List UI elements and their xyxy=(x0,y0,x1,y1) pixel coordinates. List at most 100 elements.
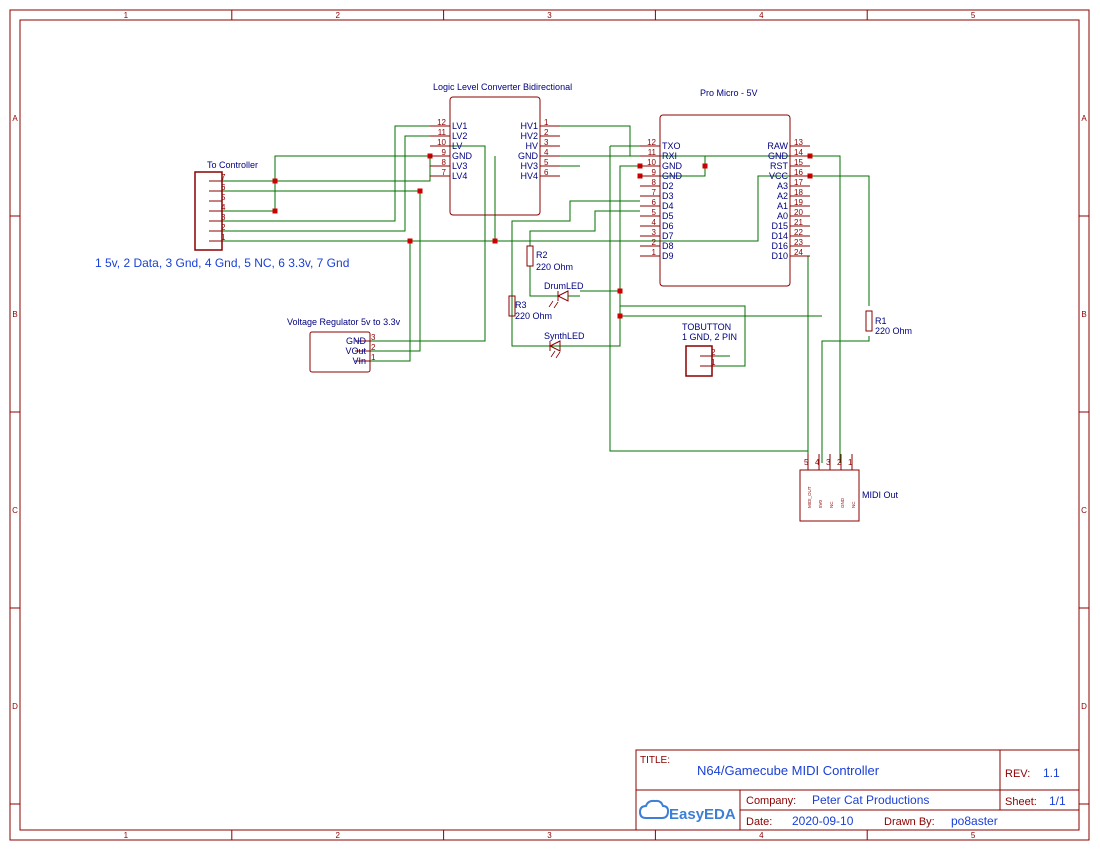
frame-col-label-top: 3 xyxy=(547,11,552,20)
controller-pin-number: 6 xyxy=(221,183,226,192)
regulator-label: Voltage Regulator 5v to 3.3v xyxy=(287,317,401,327)
pm-right-pin-label: A3 xyxy=(777,181,788,191)
button-pin-1: 1 xyxy=(711,358,716,367)
controller-pin-number: 4 xyxy=(221,203,226,212)
title-block: TITLE: N64/Gamecube MIDI Controller REV:… xyxy=(635,749,1080,831)
pm-left-pin-label: D7 xyxy=(662,231,674,241)
pm-left-pin-number: 4 xyxy=(652,218,657,227)
sheet-label: Sheet: xyxy=(1005,796,1037,808)
drum-led: DrumLED xyxy=(544,281,584,309)
button-label-line2: 1 GND, 2 PIN xyxy=(682,332,737,342)
frame-grid-ticks xyxy=(10,10,1089,840)
pm-left-pin-number: 7 xyxy=(652,188,657,197)
midi-out-label: MIDI Out xyxy=(862,490,899,500)
frame-row-label-left: B xyxy=(12,310,17,319)
pm-left-pin-number: 9 xyxy=(652,168,657,177)
llc-right-pin-label: HV2 xyxy=(520,131,538,141)
pm-right-pin-number: 19 xyxy=(794,198,803,207)
pm-right-pin-label: RAW xyxy=(767,141,788,151)
llc-left-pin-label: LV2 xyxy=(452,131,467,141)
voltage-regulator: Voltage Regulator 5v to 3.3v 3GND2VOut1V… xyxy=(287,317,401,373)
pm-left-pin-label: D6 xyxy=(662,221,674,231)
pm-left-pin-number: 8 xyxy=(652,178,657,187)
midi-inner-label: MIDI_OUT xyxy=(807,486,812,508)
pm-left-pin-label: D4 xyxy=(662,201,674,211)
llc-left-pin-number: 7 xyxy=(442,168,447,177)
drawn-by-value: po8aster xyxy=(951,814,998,828)
llc-right-pin-number: 6 xyxy=(544,168,549,177)
llc-right-pin-label: HV4 xyxy=(520,171,538,181)
llc-right-pin-number: 1 xyxy=(544,118,549,127)
pm-right-pin-number: 15 xyxy=(794,158,803,167)
r3-ref: R3 xyxy=(515,300,527,310)
title-value: N64/Gamecube MIDI Controller xyxy=(697,763,880,778)
rev-label: REV: xyxy=(1005,768,1030,780)
date-value: 2020-09-10 xyxy=(792,814,854,828)
controller-pin-number: 2 xyxy=(221,223,226,232)
llc-right-pin-label: GND xyxy=(518,151,539,161)
synth-led: SynthLED xyxy=(544,331,585,359)
frame-row-label-left: D xyxy=(12,702,18,711)
pm-right-pin-label: D16 xyxy=(771,241,788,251)
llc-left-pin-number: 12 xyxy=(437,118,446,127)
llc-right-pin-number: 4 xyxy=(544,148,549,157)
r1-value: 220 Ohm xyxy=(875,326,912,336)
llc-right-pin-label: HV3 xyxy=(520,161,538,171)
llc-right-pin-number: 5 xyxy=(544,158,549,167)
controller-pin-number: 7 xyxy=(221,173,226,182)
r1-ref: R1 xyxy=(875,316,887,326)
midi-inner-label: NC xyxy=(851,501,856,508)
pm-right-pin-label: D14 xyxy=(771,231,788,241)
pm-left-pin-label: GND xyxy=(662,161,683,171)
llc-left-pin-number: 9 xyxy=(442,148,447,157)
pm-right-pin-label: D10 xyxy=(771,251,788,261)
easyeda-logo: EasyEDA xyxy=(638,799,736,823)
frame-row-label-right: C xyxy=(1081,506,1087,515)
pm-right-pin-number: 18 xyxy=(794,188,803,197)
pm-left-pin-label: D5 xyxy=(662,211,674,221)
pm-left-pin-number: 5 xyxy=(652,208,657,217)
pm-left-pin-number: 6 xyxy=(652,198,657,207)
frame-row-label-left: A xyxy=(12,114,18,123)
level-converter-label: Logic Level Converter Bidirectional xyxy=(433,82,572,92)
button-label-line1: TOBUTTON xyxy=(682,322,731,332)
midi-inner-label: NC xyxy=(829,501,834,508)
pm-left-pin-number: 2 xyxy=(652,238,657,247)
frame-col-label-bottom: 2 xyxy=(335,831,340,840)
resistor-r2: R2 220 Ohm xyxy=(526,245,573,272)
controller-pin-number: 1 xyxy=(221,233,226,242)
drawn-by-label: Drawn By: xyxy=(884,816,935,828)
pm-left-pin-label: D9 xyxy=(662,251,674,261)
pm-right-pin-number: 20 xyxy=(794,208,803,217)
pm-left-pin-label: TXO xyxy=(662,141,681,151)
llc-left-pin-label: LV xyxy=(452,141,462,151)
midi-pin-number: 2 xyxy=(837,458,842,467)
pm-left-pin-label: D3 xyxy=(662,191,674,201)
pm-left-pin-label: D8 xyxy=(662,241,674,251)
date-label: Date: xyxy=(746,816,772,828)
reg-pin-number: 2 xyxy=(371,343,376,352)
company-label: Company: xyxy=(746,795,796,807)
wire-junctions xyxy=(272,153,813,319)
llc-left-pin-label: LV4 xyxy=(452,171,467,181)
frame-row-label-right: A xyxy=(1081,114,1087,123)
pm-right-pin-label: D15 xyxy=(771,221,788,231)
controller-pin-number: 5 xyxy=(221,193,226,202)
pm-left-pin-number: 10 xyxy=(647,158,656,167)
frame-col-label-top: 4 xyxy=(759,11,764,20)
frame-col-label-top: 1 xyxy=(124,11,129,20)
frame-col-label-bottom: 1 xyxy=(124,831,129,840)
r2-ref: R2 xyxy=(536,250,548,260)
r2-value: 220 Ohm xyxy=(536,262,573,272)
llc-left-pin-number: 11 xyxy=(438,128,447,137)
pm-left-pin-label: RXI xyxy=(662,151,677,161)
pm-right-pin-label: GND xyxy=(768,151,789,161)
title-label: TITLE: xyxy=(640,755,670,766)
pm-right-pin-label: VCC xyxy=(769,171,789,181)
easyeda-logo-text: EasyEDA xyxy=(669,806,736,823)
drum-led-label: DrumLED xyxy=(544,281,584,291)
pm-right-pin-number: 13 xyxy=(794,138,803,147)
